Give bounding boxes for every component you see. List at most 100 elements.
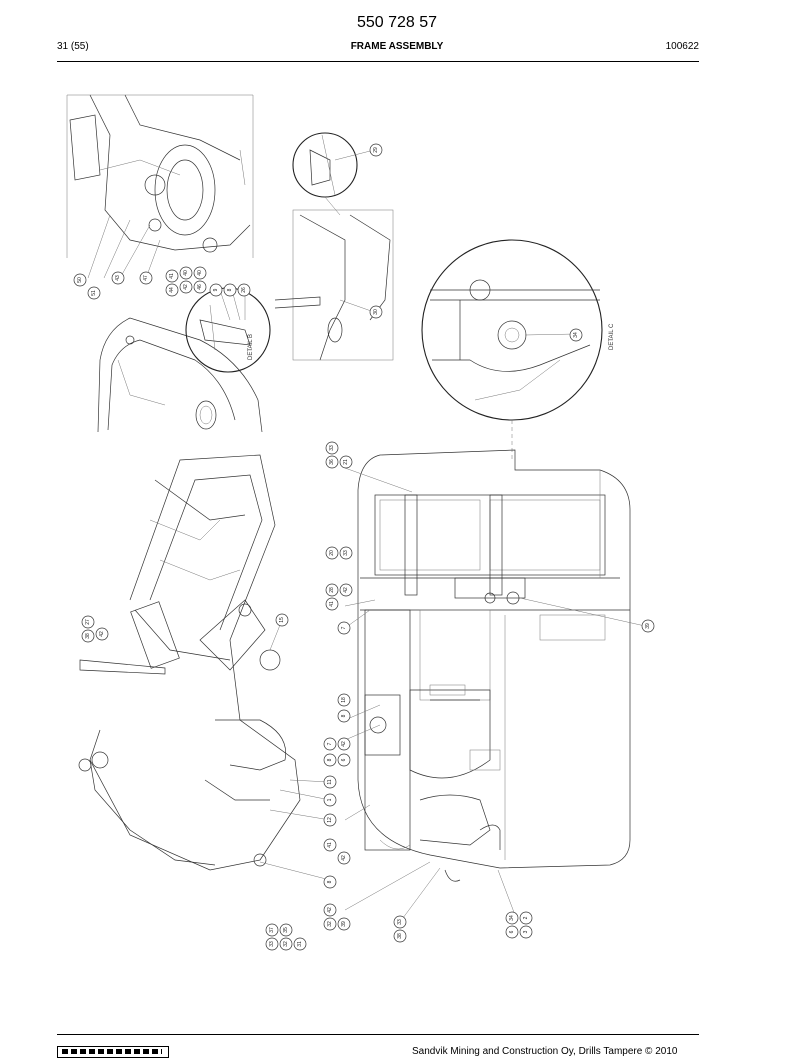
callout-balloon bbox=[337, 693, 351, 707]
callout-balloon bbox=[519, 911, 533, 925]
callout-balloon bbox=[73, 273, 87, 287]
callout-balloon bbox=[193, 280, 207, 294]
callout-number: 27 bbox=[85, 619, 91, 625]
drawing-code: 100622 bbox=[665, 41, 699, 52]
callout-number: 28 bbox=[329, 587, 335, 593]
callout-number: 20 bbox=[329, 550, 335, 556]
callout-number: 6 bbox=[341, 758, 347, 761]
callout-balloon bbox=[337, 737, 351, 751]
callout-balloon bbox=[519, 925, 533, 939]
callout-balloon bbox=[87, 286, 101, 300]
callout-balloon bbox=[393, 929, 407, 943]
callout-number: 34 bbox=[509, 915, 515, 921]
page-title: FRAME ASSEMBLY bbox=[350, 41, 444, 52]
callout-balloon bbox=[81, 629, 95, 643]
leader-lines bbox=[87, 149, 646, 923]
callout-balloon bbox=[339, 583, 353, 597]
callout-balloon bbox=[337, 917, 351, 931]
callout-balloon bbox=[265, 923, 279, 937]
callout-number: 42 bbox=[183, 284, 189, 290]
callout-balloon bbox=[337, 753, 351, 767]
callout-balloon bbox=[505, 911, 519, 925]
callout-number: 38 bbox=[397, 933, 403, 939]
top-middle-view bbox=[274, 132, 394, 361]
callout-number: 12 bbox=[327, 817, 333, 823]
callout-number: 50 bbox=[77, 277, 83, 283]
document-number: 550 728 57 bbox=[356, 14, 438, 31]
callout-number: 38 bbox=[85, 633, 91, 639]
callout-balloon bbox=[505, 925, 519, 939]
callout-number: 32 bbox=[327, 921, 333, 927]
callout-number: 15 bbox=[279, 617, 285, 623]
callout-balloon bbox=[323, 753, 337, 767]
callout-balloon bbox=[393, 915, 407, 929]
callout-number: 33 bbox=[397, 919, 403, 925]
callout-balloon bbox=[275, 613, 289, 627]
callout-balloon bbox=[337, 709, 351, 723]
callout-number: 36 bbox=[329, 459, 335, 465]
callout-balloon bbox=[325, 597, 339, 611]
callout-number: 39 bbox=[645, 623, 651, 629]
callout-balloon bbox=[323, 775, 337, 789]
callout-number: 34 bbox=[573, 332, 579, 338]
callout-balloon bbox=[337, 621, 351, 635]
detail-b-view: DETAIL B bbox=[97, 287, 271, 433]
callout-balloon bbox=[325, 455, 339, 469]
callout-number: 31 bbox=[297, 941, 303, 947]
main-plan-view bbox=[357, 449, 631, 882]
callout-number: 46 bbox=[197, 284, 203, 290]
callout-number: 33 bbox=[269, 941, 275, 947]
callout-number: 40 bbox=[183, 270, 189, 276]
callout-number: 2 bbox=[523, 916, 529, 919]
callout-number: 11 bbox=[327, 779, 333, 784]
callout-number: 21 bbox=[343, 459, 349, 465]
callout-number: 32 bbox=[283, 941, 289, 947]
callout-balloon bbox=[325, 441, 339, 455]
callout-number: 3 bbox=[523, 930, 529, 933]
callout-balloon bbox=[323, 917, 337, 931]
callout-number: 43 bbox=[115, 275, 121, 281]
callout-number: 18 bbox=[341, 697, 347, 703]
callout-balloon bbox=[179, 280, 193, 294]
main-isometric-view bbox=[78, 454, 301, 871]
callout-balloon bbox=[569, 328, 583, 342]
callout-balloon bbox=[237, 283, 251, 297]
callout-number: 41 bbox=[169, 273, 175, 279]
page-number: 31 (55) bbox=[57, 41, 89, 52]
callout-number: 6 bbox=[509, 930, 515, 933]
callout-number: 39 bbox=[341, 921, 347, 927]
footer-rule bbox=[57, 1034, 699, 1035]
callout-balloon bbox=[323, 737, 337, 751]
footer-copyright: Sandvik Mining and Construction Oy, Dril… bbox=[412, 1046, 678, 1057]
callout-number: 42 bbox=[341, 741, 347, 747]
callout-balloon bbox=[337, 851, 351, 865]
callout-number: 9 bbox=[213, 288, 219, 291]
callout-number: 7 bbox=[327, 742, 333, 745]
callout-number: 47 bbox=[143, 275, 149, 281]
callout-balloon bbox=[339, 455, 353, 469]
callout-number: 8 bbox=[341, 714, 347, 717]
top-left-view bbox=[66, 94, 254, 258]
callout-balloon bbox=[323, 813, 337, 827]
callout-number: 42 bbox=[343, 587, 349, 593]
callout-number: 44 bbox=[169, 287, 175, 293]
callout-number: 26 bbox=[241, 287, 247, 293]
callout-balloon bbox=[81, 615, 95, 629]
callout-number: 29 bbox=[373, 147, 379, 153]
logo-mark bbox=[62, 1049, 162, 1054]
callout-number: 42 bbox=[327, 907, 333, 913]
callout-number: 33 bbox=[343, 550, 349, 556]
callout-balloon bbox=[323, 793, 337, 807]
callout-number: 8 bbox=[327, 758, 333, 761]
callout-number: 8 bbox=[327, 880, 333, 883]
callout-balloon bbox=[323, 875, 337, 889]
callout-number: 8 bbox=[227, 288, 233, 291]
callout-balloon bbox=[165, 283, 179, 297]
callout-balloon bbox=[223, 283, 237, 297]
callout-number: 41 bbox=[327, 842, 333, 848]
callout-balloon bbox=[265, 937, 279, 951]
callout-balloon bbox=[279, 937, 293, 951]
callout-balloon bbox=[641, 619, 655, 633]
